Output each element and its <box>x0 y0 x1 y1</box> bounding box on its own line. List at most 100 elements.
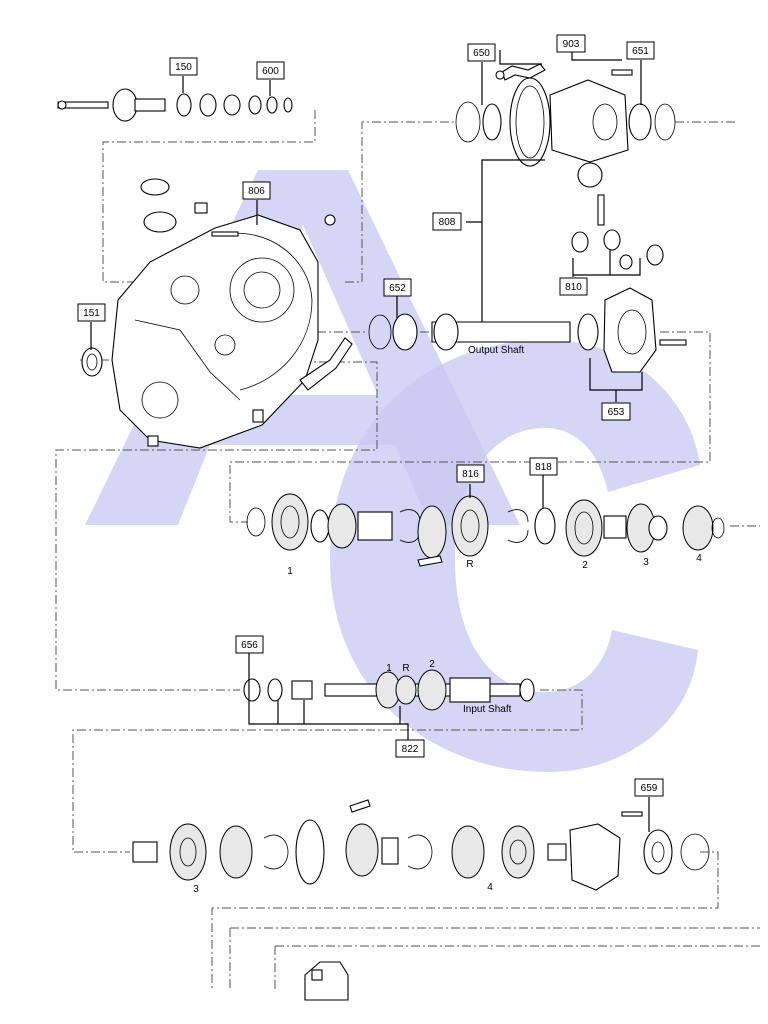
pinion-shaft <box>597 194 605 226</box>
pin <box>252 409 264 423</box>
flange <box>112 88 138 122</box>
output-gear-4 <box>682 505 714 551</box>
washer <box>495 70 505 80</box>
synchro-ring <box>310 509 330 543</box>
callout-151: 151 <box>77 303 106 322</box>
bottom-part <box>304 961 349 1001</box>
callout-903-label: 903 <box>563 39 580 50</box>
callout-650-label: 650 <box>473 48 490 59</box>
input-shaft-row <box>243 669 535 711</box>
clip <box>283 97 293 113</box>
callout-816-label: 816 <box>462 469 479 480</box>
input-collar <box>267 678 283 702</box>
output-gear-3-label: 3 <box>643 557 649 568</box>
input-shaft-label: Input Shaft <box>463 704 512 715</box>
callout-808: 808 <box>432 212 462 231</box>
needle-bearing <box>357 511 393 541</box>
breather <box>194 202 208 214</box>
pinion-shaft-ball <box>577 162 603 188</box>
callout-659-label: 659 <box>641 783 658 794</box>
callout-810-label: 810 <box>565 282 582 293</box>
transmission-housing <box>81 178 353 449</box>
pinion-gear <box>603 229 621 251</box>
input-end <box>519 678 535 702</box>
side-seal <box>81 347 103 377</box>
input-needle-bearing <box>291 680 313 700</box>
callout-650: 650 <box>467 43 496 62</box>
leader-lines <box>90 50 650 832</box>
pinion-gear-2 <box>619 254 633 270</box>
top-left-parts <box>57 88 293 122</box>
nut <box>266 96 278 114</box>
lock-plate <box>501 63 546 81</box>
callout-151-label: 151 <box>83 308 100 319</box>
input-bearing <box>243 678 261 702</box>
callout-653: 653 <box>601 402 631 421</box>
end-bearing <box>643 829 673 875</box>
spacer <box>648 515 668 541</box>
retainer-bolt <box>659 339 687 346</box>
output-shaft-label: Output Shaft <box>468 345 524 356</box>
input-spline <box>449 677 491 703</box>
output-shaft-row <box>368 287 687 373</box>
output-gear-r-label: R <box>466 559 473 570</box>
output-shaft <box>431 321 571 343</box>
synchro-ring-2 <box>534 507 556 545</box>
differential-assembly <box>455 63 676 270</box>
callout-656: 656 <box>235 635 264 654</box>
reverse-gear <box>451 495 489 557</box>
callout-822: 822 <box>395 739 425 758</box>
shift-lever <box>299 337 353 391</box>
retainer-plate <box>603 287 657 373</box>
shift-key <box>349 799 371 813</box>
reverse-synchro <box>417 505 447 559</box>
callout-810: 810 <box>559 277 588 296</box>
callout-656-label: 656 <box>241 640 258 651</box>
bearing <box>176 93 192 117</box>
gasket <box>143 211 177 233</box>
ring <box>199 93 217 117</box>
synchro-hub <box>327 503 357 549</box>
hub-spline <box>381 837 399 865</box>
output-bearing-right <box>577 313 599 351</box>
lower-gears-row <box>132 799 710 891</box>
callouts: 150 600 806 151 650 903 651 808 <box>77 34 664 797</box>
callout-600-label: 600 <box>262 66 279 77</box>
spring <box>223 94 241 116</box>
lower-gear-4 <box>451 825 485 879</box>
callout-818: 818 <box>529 457 558 476</box>
callout-652-label: 652 <box>389 283 406 294</box>
text-labels: Output Shaft Input Shaft 1 R 2 3 4 1 R 2… <box>193 345 702 895</box>
output-gear-1 <box>271 493 309 551</box>
output-gear-4-label: 4 <box>696 553 702 564</box>
lower-gear-4b <box>501 825 535 879</box>
callout-150-label: 150 <box>175 62 192 73</box>
input-gear-r-label: R <box>402 663 409 674</box>
side-gear <box>571 231 589 253</box>
callout-808-label: 808 <box>439 217 456 228</box>
diff-case <box>549 79 629 163</box>
synchro-hub-3-4 <box>345 823 379 877</box>
callout-822-label: 822 <box>402 744 419 755</box>
needle-bearing-2 <box>603 515 627 539</box>
lower-gear-3-label: 3 <box>193 884 199 895</box>
key <box>417 555 443 567</box>
callout-806: 806 <box>242 181 271 200</box>
bolt-head <box>57 100 67 110</box>
lower-gear-3 <box>169 823 207 881</box>
callout-903: 903 <box>556 34 586 53</box>
callout-818-label: 818 <box>535 462 552 473</box>
bottom-bracket <box>304 961 349 1001</box>
bearing-retainer <box>569 823 621 891</box>
callout-651-label: 651 <box>632 46 649 57</box>
lower-gear-3b <box>219 825 253 879</box>
lower-needle-bearing <box>132 841 158 863</box>
drain-plug <box>147 435 159 447</box>
callout-150: 150 <box>169 57 198 76</box>
synchro-sleeve <box>295 819 325 885</box>
input-gear-2 <box>417 669 447 711</box>
callout-653-label: 653 <box>608 407 625 418</box>
lower-gear-4-label: 4 <box>487 882 493 893</box>
callout-806-label: 806 <box>248 186 265 197</box>
callout-816: 816 <box>456 464 485 483</box>
